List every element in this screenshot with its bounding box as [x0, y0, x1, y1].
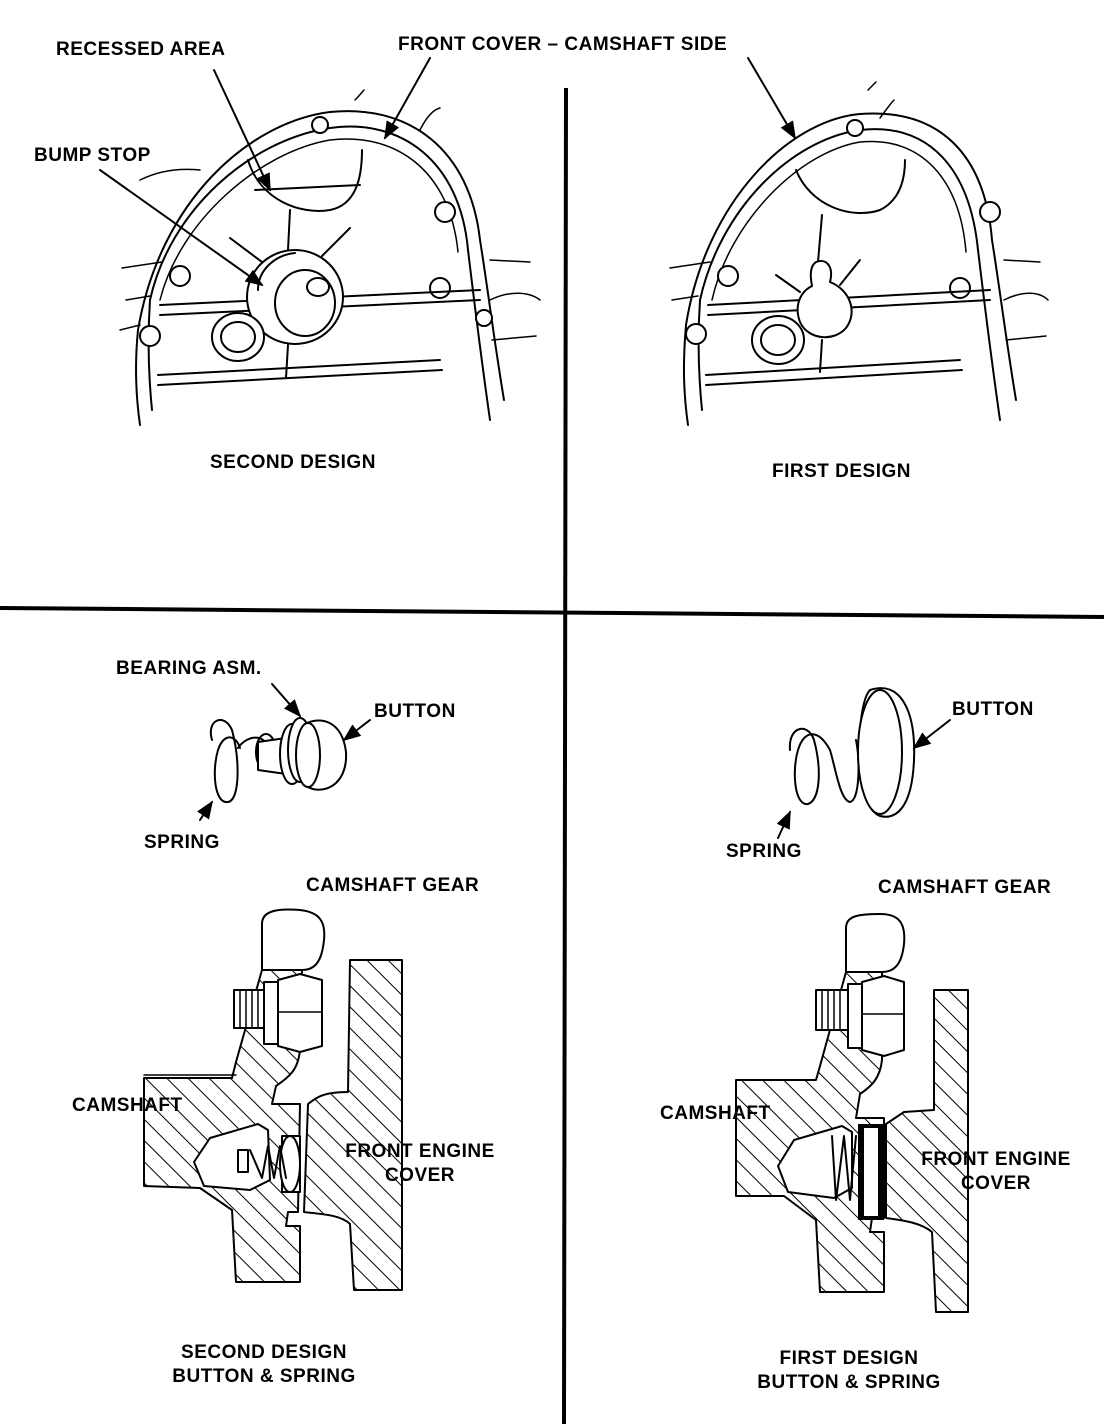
front-cover-title: FRONT COVER – CAMSHAFT SIDE [398, 34, 728, 55]
caption-line-2: BUTTON & SPRING [757, 1372, 941, 1393]
cover-line-1: FRONT ENGINE [345, 1141, 495, 1162]
camshaft-gear-label-second: CAMSHAFT GEAR [306, 875, 480, 896]
bearing-asm-label: BEARING ASM. [116, 658, 262, 679]
camshaft-gear-label-first: CAMSHAFT GEAR [878, 877, 1052, 898]
bump-stop-label: BUMP STOP [34, 145, 151, 166]
front-cover-second-design-drawing [99, 57, 541, 426]
spring-label-second: SPRING [144, 832, 220, 853]
second-design-button-spring-caption: SECOND DESIGN BUTTON & SPRING [148, 1341, 380, 1389]
camshaft-label-first: CAMSHAFT [660, 1103, 771, 1124]
front-cover-first-design-drawing [669, 57, 1049, 426]
second-design-button-spring-drawing [197, 683, 371, 821]
caption-line-2: BUTTON & SPRING [172, 1366, 356, 1387]
vertical-divider [562, 87, 568, 1424]
front-engine-cover-label-second: FRONT ENGINE COVER [334, 1140, 506, 1188]
first-design-button-spring-drawing [776, 687, 951, 839]
recessed-area-label: RECESSED AREA [56, 39, 226, 60]
caption-line-1: SECOND DESIGN [181, 1342, 347, 1363]
horizontal-divider [0, 606, 1104, 619]
camshaft-label-second: CAMSHAFT [72, 1095, 183, 1116]
first-design-button-spring-caption: FIRST DESIGN BUTTON & SPRING [736, 1347, 962, 1395]
first-design-section-drawing [735, 913, 969, 1313]
caption-line-1: FIRST DESIGN [779, 1348, 919, 1369]
cover-line-2: COVER [384, 1165, 456, 1186]
front-engine-cover-label-first: FRONT ENGINE COVER [908, 1148, 1084, 1196]
spring-label-first: SPRING [726, 841, 802, 862]
button-label-second: BUTTON [374, 701, 456, 722]
first-design-caption: FIRST DESIGN [772, 461, 912, 482]
second-design-section-drawing [143, 908, 403, 1291]
button-label-first: BUTTON [952, 699, 1034, 720]
cover-line-2: COVER [960, 1173, 1032, 1194]
cover-line-1: FRONT ENGINE [921, 1149, 1071, 1170]
second-design-caption: SECOND DESIGN [210, 452, 376, 473]
